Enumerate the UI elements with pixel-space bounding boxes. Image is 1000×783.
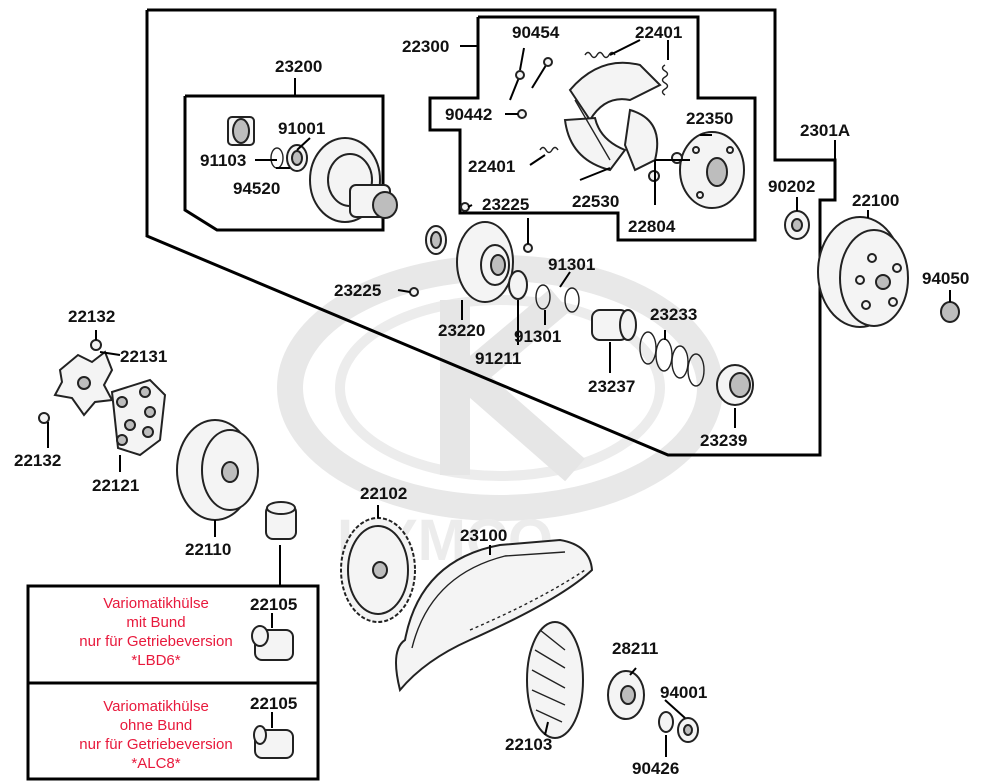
slider-22132-top [90,339,102,351]
bolt-23225-right [523,243,533,253]
clutch-bell-22100 [817,216,909,328]
roller-weights-22121 [110,378,167,457]
label-22401-top: 22401 [635,23,683,42]
label-28211: 28211 [612,639,659,658]
clutch-shoes-22530 [563,61,662,172]
label-22132-bottom: 22132 [14,451,62,470]
note-lbd6: Variomatikhülse mit Bund nur für Getrieb… [30,594,282,670]
label-22121: 22121 [92,476,140,495]
label-22105-alc8: 22105 [250,694,298,713]
variator-pulley-22110 [176,419,259,521]
seal-91211 [425,225,447,255]
label-22102: 22102 [360,484,408,503]
spring-22401-bottom [539,146,559,154]
label-23233: 23233 [650,305,698,324]
note-lbd6-line1: Variomatikhülse [103,595,209,612]
spring-22401-side [661,64,669,96]
note-lbd6-line4: *LBD6* [131,652,181,669]
label-22110: 22110 [185,540,232,559]
note-alc8-line3: nur für Getriebeversion [79,736,233,753]
label-22100: 22100 [852,191,900,210]
label-23220: 23220 [438,321,486,340]
note-alc8-line2: ohne Bund [119,717,193,734]
label-23237: 23237 [588,377,636,396]
seal-91211-ring [508,270,528,300]
ramp-plate-22131 [53,350,114,417]
label-90202: 90202 [768,177,816,196]
slider-22132-bottom [38,412,50,424]
label-22132-top: 22132 [68,307,116,326]
label-22350: 22350 [686,109,734,128]
label-90442: 90442 [445,105,493,124]
label-23100: 23100 [460,526,508,545]
label-94520: 94520 [233,179,281,198]
drive-belt-23100 [395,538,594,693]
washer-90442 [517,109,527,119]
note-alc8: Variomatikhülse ohne Bund nur für Getrie… [30,697,282,773]
collar-23239 [716,364,754,406]
bearing-94520 [286,144,308,172]
label-91211: 91211 [475,349,522,368]
label-23200: 23200 [275,57,323,76]
label-91301-top: 91301 [548,255,596,274]
nut-94050 [940,301,960,323]
note-alc8-line1: Variomatikhülse [103,698,209,715]
driven-pulley-23200 [309,137,398,223]
washer-90426 [658,711,674,733]
label-94001: 94001 [660,683,708,702]
oring-91301-a [535,284,551,310]
label-2301A: 2301A [800,121,851,140]
note-alc8-line4: *ALC8* [131,755,181,772]
note-lbd6-line3: nur für Getriebeversion [79,633,233,650]
circlip-91001 [270,147,284,169]
label-91301-bottom: 91301 [514,327,562,346]
bolt-23225-top [460,202,470,212]
sleeve-22105-alc8 [253,725,294,759]
box-23200 [183,94,385,232]
label-22401-bottom: 22401 [468,157,516,176]
clutch-plate-22350 [679,131,745,209]
box-22300 [428,15,757,242]
leader-lines [47,39,951,757]
collar-23237 [591,309,637,341]
label-22105-lbd6: 22105 [250,595,298,614]
label-23239: 23239 [700,431,748,450]
label-22103: 22103 [505,735,553,754]
spring-22401-top [584,51,616,59]
label-94050: 94050 [922,269,970,288]
nut-90202 [784,210,810,240]
note-lbd6-line2: mit Bund [126,614,186,631]
bearing-91103 [227,116,255,146]
label-23225-top: 23225 [482,195,530,214]
sliding-sheave-23220 [456,221,514,303]
label-90454: 90454 [512,23,560,42]
label-22300: 22300 [402,37,450,56]
label-23225-left: 23225 [334,281,382,300]
label-91001: 91001 [278,119,326,138]
label-22131: 22131 [120,347,168,366]
sleeve-22105-main [265,501,297,540]
pin-22804-b [671,152,683,164]
label-90426: 90426 [632,759,680,778]
oring-91301-b [564,287,580,313]
label-22804: 22804 [628,217,676,236]
washer-28211 [607,670,645,720]
label-91103: 91103 [200,151,247,170]
starter-gear-22102 [340,517,416,623]
fan-pulley-22103 [526,621,584,739]
nut-94001 [677,717,699,743]
clutch-group-frame [145,8,837,457]
label-22530: 22530 [572,192,620,211]
sleeve-22105-lbd6 [251,625,294,661]
linkage-90454 [509,57,553,101]
bolt-23225-left [409,287,419,297]
